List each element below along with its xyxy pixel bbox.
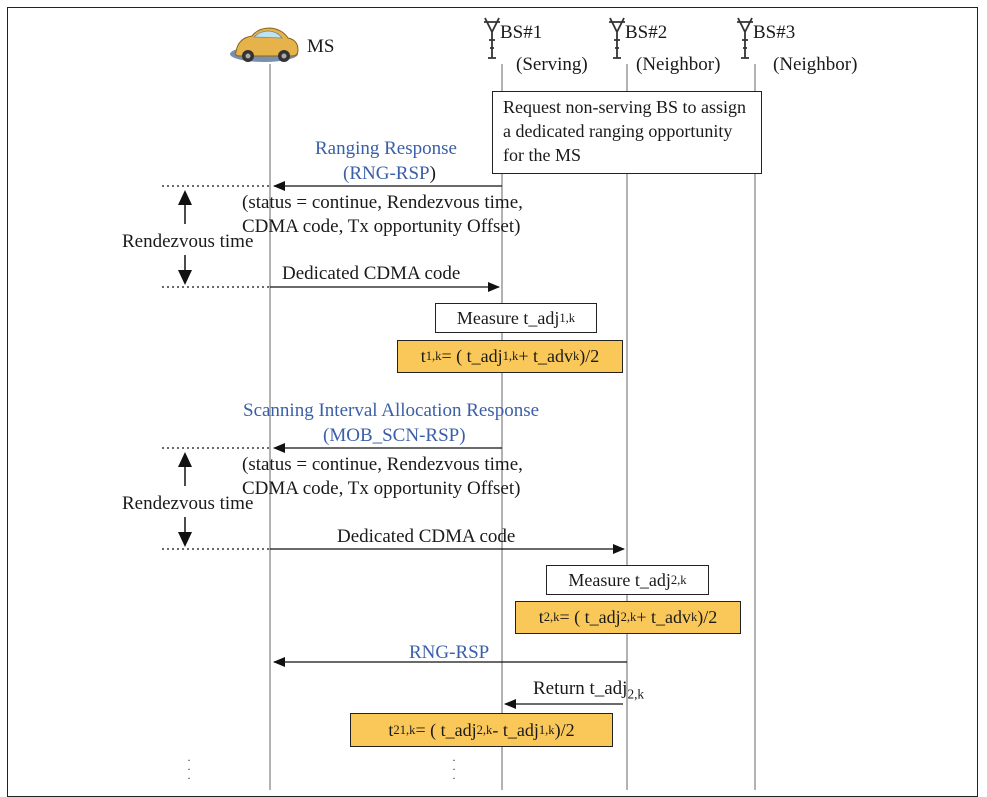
f2-t: t — [538, 607, 544, 627]
f3-minus: - t_adj — [492, 719, 539, 740]
request-note: Request non-serving BS to assign a dedic… — [492, 91, 762, 174]
rng-rsp-label: RNG-RSP — [409, 642, 490, 663]
f1-end: )/2 — [579, 346, 600, 366]
dedicated-cdma-label-1: Dedicated CDMA code — [282, 263, 461, 284]
f2-end: )/2 — [697, 607, 718, 627]
f1-plus: + t_adv — [518, 346, 573, 366]
f2-eq: = ( t_adj — [559, 607, 621, 627]
measure-sub-1: 1,k — [559, 310, 576, 325]
return-text: Return t_adj — [533, 678, 628, 699]
f2-adj-sub: 2,k — [620, 610, 637, 624]
rendezvous-time-label-1: Rendezvous time — [122, 231, 254, 252]
f1-adj-sub: 1,k — [502, 349, 519, 363]
rendezvous-interval-arrow-2 — [178, 452, 192, 547]
rendezvous-interval-arrow-1 — [178, 190, 192, 285]
ms-label: MS — [307, 36, 335, 57]
scanning-response-params-2: CDMA code, Tx opportunity Offset) — [242, 478, 521, 499]
rendezvous-time-label-2: Rendezvous time — [122, 493, 254, 514]
ranging-response-params-2: CDMA code, Tx opportunity Offset) — [242, 216, 521, 237]
f1-adv-sub: k — [573, 349, 580, 363]
f1-eq: = ( t_adj — [441, 346, 503, 366]
f3-t-sub: 21,k — [393, 722, 416, 737]
f2-adv-sub: k — [691, 610, 698, 624]
dedicated-cdma-label-2: Dedicated CDMA code — [337, 526, 516, 547]
scanning-response-title: Scanning Interval Allocation Response — [243, 400, 540, 421]
antenna-icon — [484, 17, 500, 59]
continuation-dots-center: ··· — [452, 753, 456, 785]
f3-end: )/2 — [554, 719, 575, 740]
ranging-response-params-1: (status = continue, Rendezvous time, — [242, 192, 523, 213]
f2-t-sub: 2,k — [543, 610, 560, 624]
measure-sub-2: 2,k — [670, 572, 687, 587]
f3-t: t — [388, 719, 394, 740]
car-icon — [230, 27, 299, 62]
continuation-dots-left: ··· — [187, 753, 191, 785]
f3-eq: = ( t_adj — [415, 719, 477, 740]
scanning-response-params-1: (status = continue, Rendezvous time, — [242, 454, 523, 475]
mob-scn-rsp-abbr: (MOB_SCN-RSP) — [323, 425, 466, 446]
f2-plus: + t_adv — [636, 607, 691, 627]
return-label: Return t_adj2,k — [533, 679, 644, 701]
bs1-role: (Serving) — [516, 54, 588, 75]
f1-t: t — [420, 346, 426, 366]
measure-text-1: Measure t_adj — [456, 307, 560, 328]
ranging-response-title: Ranging Response — [315, 138, 457, 159]
bs2-role: (Neighbor) — [636, 54, 721, 75]
rng-rsp-abbr-close: ) — [429, 163, 436, 184]
bs2-label: BS#2 — [625, 22, 668, 43]
ranging-response-abbr: (RNG-RSP) — [343, 164, 436, 183]
f3-adj2-sub: 1,k — [538, 722, 555, 737]
f1-t-sub: 1,k — [425, 349, 442, 363]
return-sub: 2,k — [627, 686, 645, 702]
antenna-icon — [609, 17, 625, 59]
f3-adj-sub: 2,k — [476, 722, 493, 737]
measure-text-2: Measure t_adj — [568, 569, 671, 590]
bs1-label: BS#1 — [500, 22, 543, 43]
antenna-icon — [737, 17, 753, 59]
bs3-label: BS#3 — [753, 22, 796, 43]
bs3-role: (Neighbor) — [773, 54, 858, 75]
rng-rsp-abbr: (RNG-RSP — [343, 163, 430, 184]
